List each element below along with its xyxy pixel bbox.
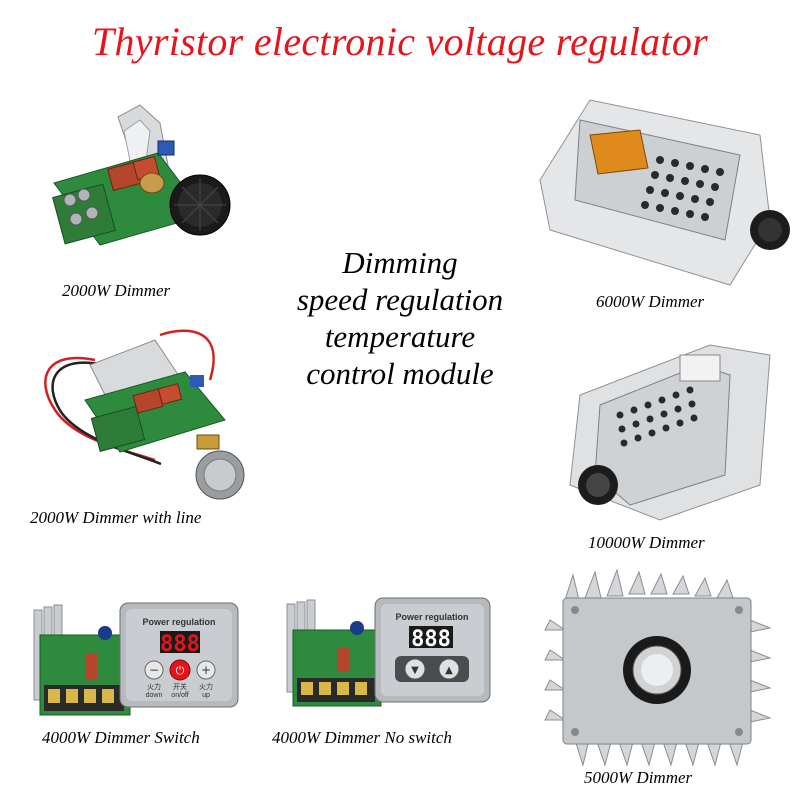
product-image-4000w-dimmer-no-switch: Power regulation 888 ▼ ▲ [286,597,491,707]
minus-button[interactable] [144,660,164,680]
product-image-2000w-dimmer-with-line [44,329,245,500]
heading-line-4: control module [306,356,494,391]
product-image-2000w-dimmer [52,104,231,246]
panel-switch-display: 888 [160,632,200,657]
panel-switch-center-cn: 开关 [173,682,187,691]
panel-noswitch-heading: Power regulation [395,612,468,622]
down-button[interactable] [404,658,426,680]
up-button[interactable] [438,658,460,680]
caption-5000w-dimmer: 5000W Dimmer [584,768,693,787]
product-image-10000w-dimmer [569,344,771,521]
minus-icon: − [149,663,159,677]
panel-noswitch-display: 888 [411,627,451,652]
heading-line-2: speed regulation [296,282,504,317]
power-button[interactable] [169,659,191,681]
main-title: Thyristor electronic voltage regulator [91,19,709,64]
center-heading: Dimming speed regulation temperature con… [270,244,530,392]
product-image-5000w-dimmer [544,568,772,767]
panel-switch-right-label: up [202,692,210,699]
caption-10000w-dimmer: 10000W Dimmer [588,533,705,552]
panel-switch-center-label: on/off [171,692,188,699]
caption-2000w-dimmer: 2000W Dimmer [62,281,171,300]
panel-switch-left-label: down [146,692,163,699]
heading-line-3: temperature [324,319,476,354]
caption-2000w-dimmer-with-line: 2000W Dimmer with line [30,508,202,527]
caption-4000w-dimmer-switch: 4000W Dimmer Switch [42,728,200,747]
product-image-4000w-dimmer-switch: Power regulation 888 − ⏻ + 火力 开关 火力 down… [33,602,239,716]
product-image-6000w-dimmer [539,99,790,286]
chevron-down-icon: ▼ [411,665,419,676]
plus-button[interactable] [196,660,216,680]
heading-line-1: Dimming [342,245,458,280]
panel-switch-heading: Power regulation [142,617,215,627]
panel-switch-right-cn: 火力 [199,682,213,691]
plus-icon: + [201,663,211,677]
caption-6000w-dimmer: 6000W Dimmer [596,292,705,311]
chevron-up-icon: ▲ [445,665,453,676]
panel-switch-left-cn: 火力 [147,682,161,691]
caption-4000w-dimmer-no-switch: 4000W Dimmer No switch [272,728,452,747]
power-icon: ⏻ [176,664,185,677]
